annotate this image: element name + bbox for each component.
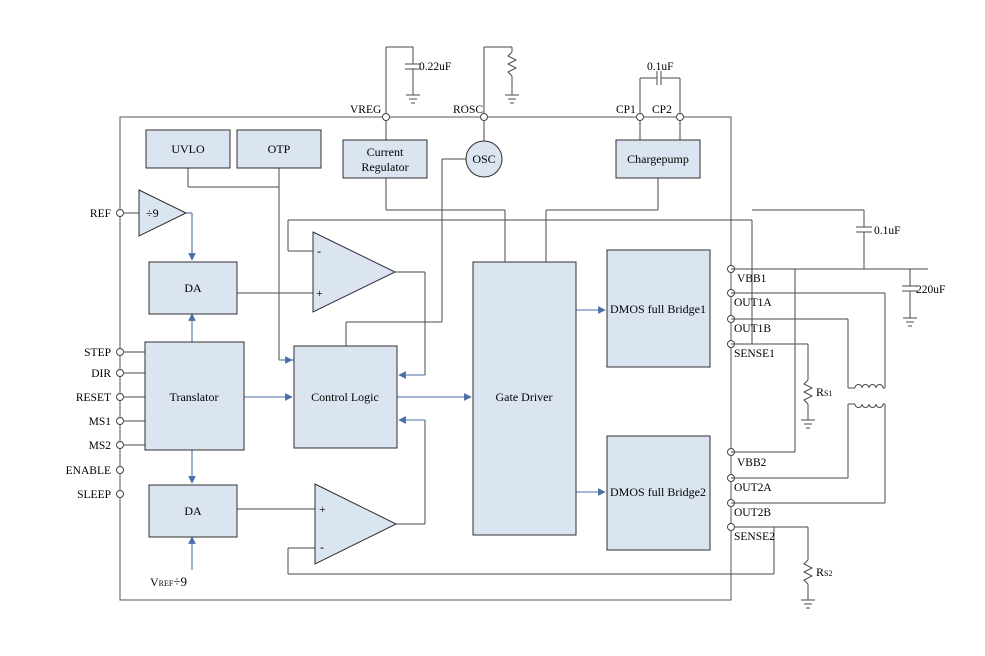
comparator-top bbox=[312, 231, 397, 313]
bulk-cap-label: 220uF bbox=[916, 284, 945, 296]
translator-block bbox=[144, 341, 245, 451]
cp2-pin bbox=[676, 113, 684, 121]
gate-driver-block bbox=[472, 261, 577, 536]
rosc-pin bbox=[480, 113, 488, 121]
dmos-bridge2-label: DMOS full Bridge2 bbox=[610, 485, 706, 499]
comparator-bottom-minus: - bbox=[320, 540, 324, 554]
ms2-pin-label: MS2 bbox=[89, 440, 112, 452]
signal-arrows bbox=[186, 212, 606, 570]
dmos-bridge1-label: DMOS full Bridge1 bbox=[610, 302, 706, 316]
comparator-bottom bbox=[314, 483, 398, 565]
rosc-external-network bbox=[483, 46, 519, 117]
sense2-label: SENSE2 bbox=[734, 531, 775, 543]
divide-by-9-label: ÷9 bbox=[146, 206, 159, 220]
reset-pin-label: RESET bbox=[76, 392, 111, 404]
dir-pin-label: DIR bbox=[91, 368, 111, 380]
gate-driver-label: Gate Driver bbox=[496, 390, 553, 404]
chip-outline bbox=[119, 116, 732, 601]
out2a-label: OUT2A bbox=[734, 482, 772, 494]
otp-label: OTP bbox=[268, 142, 291, 156]
vreg-external-network bbox=[385, 46, 421, 117]
uvlo-block bbox=[145, 129, 231, 169]
dmos-bridge1-block bbox=[606, 249, 711, 368]
comparator-bottom-plus: + bbox=[319, 502, 326, 516]
chargepump-label: Chargepump bbox=[627, 152, 689, 166]
osc-label: OSC bbox=[472, 152, 495, 166]
right-external-network bbox=[731, 209, 928, 609]
vreg-cap-label: 0.22uF bbox=[419, 61, 451, 73]
vref-div9-label: VREF÷9 bbox=[150, 574, 187, 589]
da-bottom-label: DA bbox=[184, 504, 202, 518]
vreg-label: VREG bbox=[350, 104, 381, 116]
left-pins bbox=[116, 209, 124, 498]
translator-label: Translator bbox=[170, 390, 219, 404]
rs2-sub: S2 bbox=[824, 569, 832, 578]
sense1-label: SENSE1 bbox=[734, 348, 775, 360]
ms1-pin-label: MS1 bbox=[89, 416, 112, 428]
sleep-pin-label: SLEEP bbox=[77, 489, 111, 501]
da-top-label: DA bbox=[184, 281, 202, 295]
internal-wiring bbox=[124, 121, 775, 575]
ref-pin-label: REF bbox=[90, 208, 111, 220]
current-regulator-label-2: Regulator bbox=[361, 160, 408, 174]
cp2-label: CP2 bbox=[652, 104, 672, 116]
da-bottom-block bbox=[148, 484, 238, 538]
comparator-top-minus: - bbox=[317, 244, 321, 258]
comparator-top-plus: + bbox=[316, 286, 323, 300]
rs1-sub: S1 bbox=[824, 389, 832, 398]
out1a-label: OUT1A bbox=[734, 297, 772, 309]
otp-block bbox=[236, 129, 322, 169]
vreg-pin bbox=[382, 113, 390, 121]
da-top-block bbox=[148, 261, 238, 315]
current-regulator-block bbox=[342, 139, 428, 179]
divide-by-9-buffer bbox=[138, 189, 188, 237]
control-logic-block bbox=[293, 345, 398, 449]
rs2-label: RS2 bbox=[816, 565, 832, 579]
rs1-label: RS1 bbox=[816, 385, 832, 399]
cp1-label: CP1 bbox=[616, 104, 636, 116]
cp-cap-label: 0.1uF bbox=[647, 61, 674, 73]
out2b-label: OUT2B bbox=[734, 507, 771, 519]
current-regulator-label-1: Current bbox=[367, 145, 404, 159]
vbb1-label: VBB1 bbox=[737, 273, 767, 285]
vbb2-label: VBB2 bbox=[737, 457, 767, 469]
vref-suffix: ÷9 bbox=[173, 574, 187, 589]
osc-block bbox=[465, 140, 503, 178]
enable-pin-label: ENABLE bbox=[66, 465, 111, 477]
out1b-label: OUT1B bbox=[734, 323, 771, 335]
cp1-pin bbox=[636, 113, 644, 121]
chargepump-block bbox=[615, 139, 701, 179]
rosc-label: ROSC bbox=[453, 104, 483, 116]
vref-main: V bbox=[150, 575, 159, 589]
vref-sub: REF bbox=[159, 579, 174, 588]
vbb-cap-label: 0.1uF bbox=[874, 225, 901, 237]
dmos-bridge2-block bbox=[606, 435, 711, 551]
charge-pump-capacitor bbox=[639, 71, 681, 117]
control-logic-label: Control Logic bbox=[311, 390, 379, 404]
rs2-main: R bbox=[816, 565, 824, 579]
uvlo-label: UVLO bbox=[171, 142, 205, 156]
step-pin-label: STEP bbox=[84, 347, 111, 359]
rs1-main: R bbox=[816, 385, 824, 399]
